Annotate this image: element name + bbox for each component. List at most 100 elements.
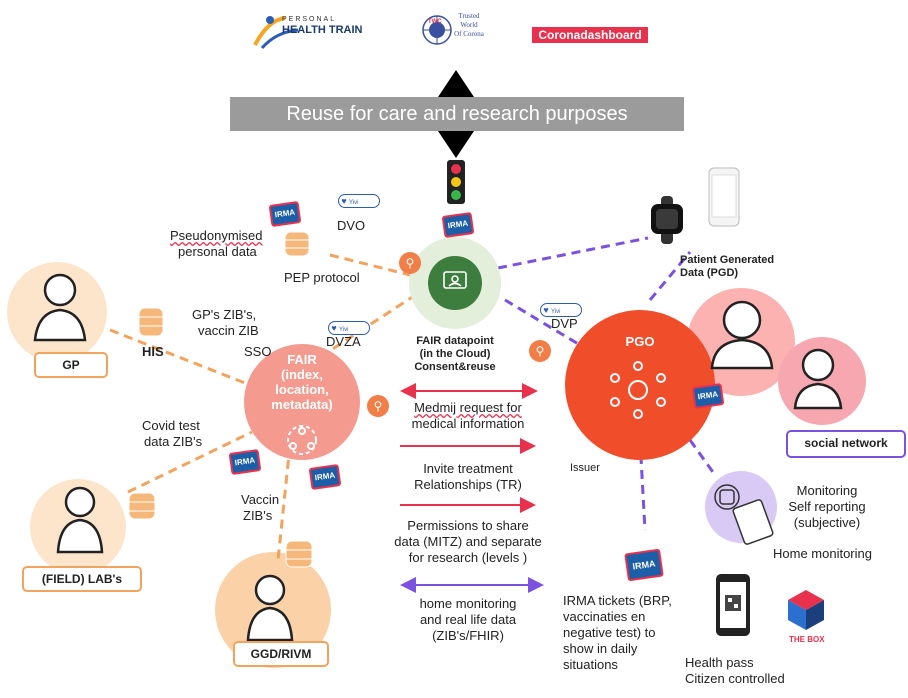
heart-icon: ♥ (543, 305, 549, 315)
heart-icon: ♥ (341, 196, 347, 206)
monitoring-line: (subjective) (793, 515, 861, 530)
database-icon-pep (284, 231, 310, 257)
fair-line: FAIR (287, 352, 317, 367)
datapoint-line: Consent&reuse (414, 361, 496, 373)
medmij-line: medical information (411, 416, 525, 431)
social-network-box: social network (786, 430, 906, 458)
yivi-badge: ♥Yivi (338, 194, 380, 208)
permissions-line: Permissions to share (407, 518, 529, 533)
monitoring-line: Monitoring (796, 483, 858, 498)
network-people-icon (287, 425, 317, 455)
lab-person-icon (56, 486, 104, 554)
invite-line: Invite treatment (423, 461, 513, 476)
home-monitoring-label: Home monitoring (773, 546, 872, 561)
pgo-node (565, 310, 715, 460)
pgd-line: Data (PGD) (680, 267, 739, 279)
pgd-label: Patient Generated Data (PGD) (680, 254, 774, 280)
home-flow-line: home monitoring (419, 596, 517, 611)
report-phone-icon (732, 499, 774, 545)
fair-line: location, (275, 382, 329, 397)
pgo-node-label: PGO (625, 334, 655, 349)
database-icon-his (138, 307, 164, 337)
dvza-label: DVZA (326, 334, 361, 349)
personal-data-label: personal data (178, 244, 257, 259)
lab-box: (FIELD) LAB's (22, 566, 142, 592)
pht-logo-small-text: PERSONAL (282, 16, 337, 23)
dvp-label: DVP (551, 316, 578, 331)
medmij-line: Medmij request for (414, 400, 522, 415)
pseudonymised-label: Pseudonymised (170, 228, 263, 243)
sso-label: SSO (244, 344, 272, 359)
datapoint-line: (in the Cloud) (419, 348, 491, 360)
traffic-light-icon (447, 160, 465, 204)
irma-tickets-line: vaccinaties en (563, 609, 646, 624)
pgo-network-icon (610, 361, 666, 419)
health-pass-label: Health pass (685, 655, 754, 670)
vertical-arrow (438, 70, 474, 158)
twc-globe-icon (422, 15, 452, 45)
citizen-controlled-label: Citizen controlled (685, 671, 785, 686)
home-flow-line: and real life data (419, 612, 517, 627)
pht-logo-big-text: HEALTH TRAIN (282, 24, 363, 36)
twc-logo-badge: TWC (428, 19, 442, 25)
phone-icon (708, 167, 740, 227)
permissions-line: data (MITZ) and separate (394, 534, 542, 549)
yivi-badge: ♥Yivi (328, 321, 370, 335)
twc-logo-text: Trusted World Of Corona (444, 12, 494, 39)
ggd-box: GGD/RIVM (233, 641, 329, 667)
fair-line: metadata) (271, 397, 333, 412)
wearable-icon (714, 484, 740, 510)
irma-badge: IRMA (691, 383, 725, 409)
irma-badge: IRMA (228, 449, 262, 475)
fair-line: (index, (281, 367, 323, 382)
pep-protocol-label: PEP protocol (284, 270, 360, 285)
irma-badge: IRMA (268, 201, 302, 227)
database-icon-ggd (285, 540, 313, 568)
irma-tickets-label: IRMA tickets (BRP, vaccinaties en negati… (563, 593, 672, 673)
vaccin-zib-label-2: ZIB's (243, 508, 273, 523)
lock-icon: ⚲ (399, 252, 421, 274)
irma-tickets-line: negative test) to (563, 625, 656, 640)
doctor-person-icon (33, 273, 87, 342)
yivi-badge-text: Yivi (349, 200, 359, 206)
irma-tickets-line: situations (563, 657, 618, 672)
the-box-icon (788, 590, 824, 630)
lock-icon: ⚲ (367, 395, 389, 417)
covid-test-label: Covid test (142, 418, 200, 433)
irma-badge: IRMA (624, 548, 664, 582)
reuse-banner: Reuse for care and research purposes (230, 97, 684, 131)
vaccin-label: Vaccin (241, 492, 280, 507)
pht-logo: PERSONAL HEALTH TRAIN (248, 10, 378, 54)
invite-line: Relationships (TR) (414, 477, 522, 492)
datapoint-line: FAIR datapoint (416, 335, 494, 347)
irma-tickets-line: show in daily (563, 641, 638, 656)
monitoring-label: Monitoring Self reporting (subjective) (782, 483, 872, 531)
permissions-label: Permissions to share data (MITZ) and sep… (388, 518, 548, 566)
coronadashboard-logo: Coronadashboard (532, 27, 648, 43)
gp-zib-label: GP's ZIB's, (192, 307, 257, 322)
datapoint-label: FAIR datapoint (in the Cloud) Consent&re… (398, 335, 512, 374)
issuer-label: Issuer (570, 462, 600, 474)
social-person-icon (793, 348, 843, 410)
invite-label: Invite treatment Relationships (TR) (396, 461, 540, 493)
irma-badge: IRMA (441, 212, 475, 238)
irma-badge: IRMA (308, 464, 342, 490)
twc-line: Of Corona (454, 30, 484, 38)
pht-logo-icon (253, 16, 299, 50)
smartwatch-icon (651, 196, 683, 244)
home-flow-label: home monitoring and real life data (ZIB'… (396, 596, 540, 644)
dvo-label: DVO (337, 218, 366, 233)
monitoring-line: Self reporting (788, 499, 866, 514)
twc-line: Trusted (458, 12, 480, 20)
elderly-person-icon (710, 300, 774, 370)
yivi-badge: ♥Yivi (540, 303, 582, 317)
database-icon-lab (128, 492, 156, 520)
gp-box: GP (34, 352, 108, 378)
medmij-label: Medmij request for medical information (396, 400, 540, 432)
permissions-line: for research (levels ) (408, 550, 528, 565)
yivi-badge-text: Yivi (551, 309, 561, 315)
home-flow-line: (ZIB's/FHIR) (432, 628, 504, 643)
covid-zib-label: data ZIB's (144, 434, 203, 449)
heart-icon: ♥ (331, 323, 337, 333)
